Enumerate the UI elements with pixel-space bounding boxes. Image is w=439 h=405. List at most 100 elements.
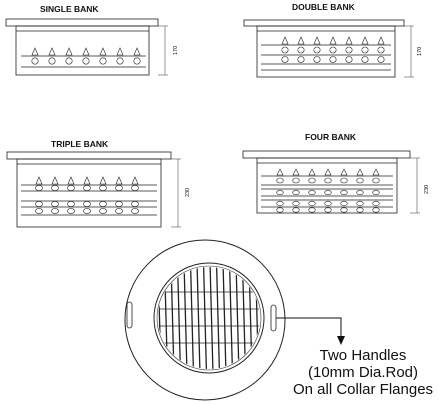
- blade-section: [35, 208, 43, 214]
- blade-section: [340, 177, 348, 184]
- blade-tip: [83, 176, 91, 185]
- blade-tip: [356, 168, 364, 176]
- blade-section: [99, 208, 107, 214]
- blade-section: [116, 57, 124, 65]
- blade-section: [356, 189, 364, 196]
- note-line-1: Two Handles: [320, 347, 407, 364]
- blade-tip: [133, 47, 141, 56]
- blade-section: [35, 185, 43, 191]
- blade-section: [356, 200, 364, 207]
- blade-section: [345, 56, 353, 63]
- blade-tip: [361, 36, 369, 45]
- triple-bank-label: TRIPLE BANK: [51, 139, 109, 149]
- blade-section: [297, 46, 305, 54]
- blade-section: [324, 207, 332, 213]
- single-bank-blade-row: [31, 47, 141, 65]
- blade-section: [292, 207, 300, 213]
- blade-section: [356, 207, 364, 213]
- blade-section: [83, 185, 91, 191]
- blade-section: [131, 201, 139, 207]
- blade-section: [361, 46, 369, 54]
- blade-section: [31, 57, 39, 65]
- note-line-2: (10mm Dia.Rod): [308, 364, 418, 381]
- blade-section: [308, 200, 316, 207]
- blade-section: [297, 56, 305, 63]
- blade-section: [377, 46, 385, 54]
- blade-tip: [324, 168, 332, 176]
- blade-section: [82, 57, 90, 65]
- blade-section: [67, 208, 75, 214]
- blade-tip: [377, 36, 385, 45]
- blade-section: [356, 177, 364, 184]
- blade-section: [115, 208, 123, 214]
- blade-section: [324, 177, 332, 184]
- blade-section: [292, 177, 300, 184]
- blade-section: [292, 189, 300, 196]
- blade-section: [324, 189, 332, 196]
- double-bank-label: DOUBLE BANK: [292, 2, 356, 12]
- blade-section: [324, 200, 332, 207]
- four-bank-blade-rows: [276, 168, 380, 213]
- blade-tip: [48, 47, 56, 56]
- four-bank-dimension: 230: [424, 185, 430, 194]
- blade-section: [67, 185, 75, 191]
- left-handle: [126, 301, 133, 329]
- double-bank-blade-rows: [281, 36, 385, 63]
- blade-section: [51, 208, 59, 214]
- four-bank-body: [256, 157, 398, 214]
- blade-section: [313, 56, 321, 63]
- leader-arrowhead: [337, 336, 345, 345]
- single-bank-label: SINGLE BANK: [40, 4, 99, 14]
- blade-tip: [313, 36, 321, 45]
- blade-tip: [51, 176, 59, 185]
- triple-bank-body: [16, 158, 162, 228]
- blade-tip: [345, 36, 353, 45]
- double-bank-flange: [243, 19, 405, 27]
- blade-section: [308, 177, 316, 184]
- blade-section: [361, 56, 369, 63]
- single-bank-body: [15, 25, 150, 76]
- blade-tip: [31, 47, 39, 56]
- blade-section: [131, 185, 139, 191]
- note-line-3: On all Collar Flanges: [293, 381, 433, 398]
- blade-tip: [116, 47, 124, 56]
- blade-section: [372, 189, 380, 196]
- blade-section: [313, 46, 321, 54]
- right-handle: [270, 304, 277, 332]
- single-bank-flange: [5, 18, 159, 27]
- blade-tip: [281, 36, 289, 45]
- handle-note: Two Handles (10mm Dia.Rod) On all Collar…: [293, 347, 433, 398]
- blade-tip: [65, 47, 73, 56]
- blade-tip: [276, 168, 284, 176]
- blade-section: [281, 56, 289, 63]
- blade-tip: [292, 168, 300, 176]
- blade-section: [99, 201, 107, 207]
- blade-section: [329, 46, 337, 54]
- blade-section: [131, 208, 139, 214]
- double-bank-body: [256, 25, 396, 78]
- blade-section: [51, 201, 59, 207]
- blade-section: [99, 57, 107, 65]
- blade-section: [48, 57, 56, 65]
- blade-section: [115, 201, 123, 207]
- round-damper-view: [124, 239, 345, 401]
- triple-bank-blade-rows: [35, 176, 139, 214]
- blade-tip: [297, 36, 305, 45]
- blade-section: [51, 185, 59, 191]
- blade-section: [308, 189, 316, 196]
- blade-tip: [99, 47, 107, 56]
- double-bank-view: DOUBLE BANK 170: [243, 2, 423, 78]
- blade-tip: [329, 36, 337, 45]
- blade-section: [83, 201, 91, 207]
- blade-section: [372, 200, 380, 207]
- blade-section: [329, 56, 337, 63]
- blade-section: [281, 46, 289, 54]
- blade-section: [372, 177, 380, 184]
- single-bank-dimension: 170: [173, 46, 179, 55]
- blade-section: [340, 189, 348, 196]
- blade-section: [276, 189, 284, 196]
- blade-tip: [372, 168, 380, 176]
- blade-section: [308, 207, 316, 213]
- blade-section: [83, 208, 91, 214]
